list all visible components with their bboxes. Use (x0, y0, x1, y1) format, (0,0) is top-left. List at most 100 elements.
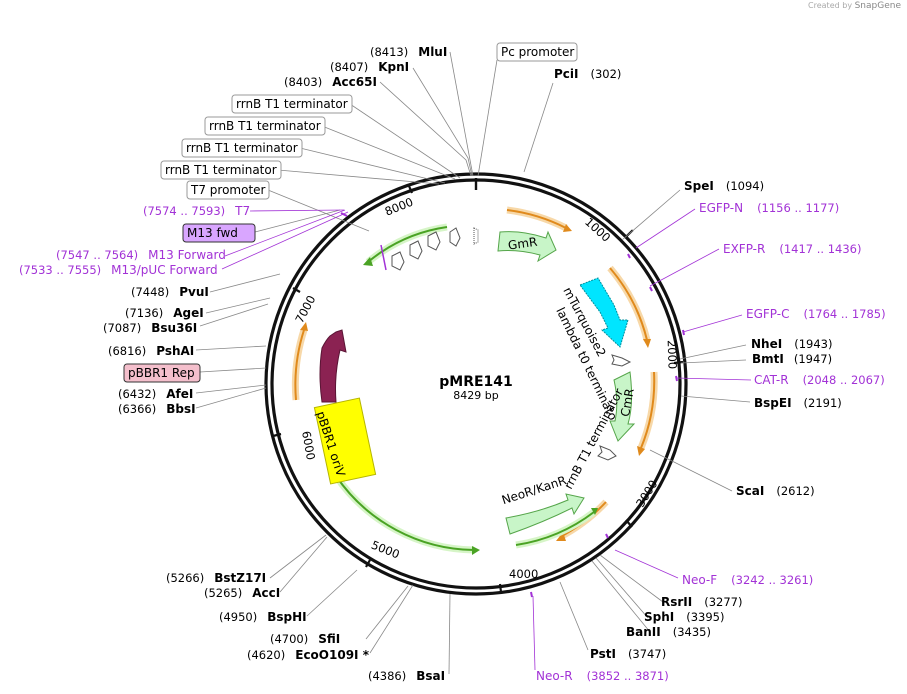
primer-mark-m13 (380, 244, 387, 271)
box-pbbr1-rep-label: pBBR1 Rep (128, 366, 195, 380)
leader-lines (195, 51, 751, 675)
enzyme-bspei: BspEI(2191) (754, 396, 842, 410)
enzyme-pvui-name: PvuI (179, 285, 209, 299)
primer-mark-neo-r (530, 591, 533, 598)
primer-egfp-c-name: EGFP-C (746, 307, 789, 321)
tick-label-8000: 8000 (383, 195, 415, 219)
term-glyph-3 (427, 231, 441, 251)
enzyme-acc65i-pos: (8403) (284, 75, 322, 89)
orf-green-bottom-arc (335, 475, 475, 551)
enzyme-agei: (7136)AgeI (125, 306, 204, 320)
green-arcs (333, 223, 598, 555)
enzyme-afei-name: AfeI (166, 387, 193, 401)
primer-mark-t7 (340, 212, 348, 217)
enzyme-pcii-name: PciI (554, 67, 579, 81)
enzyme-acci-pos: (5265) (204, 586, 242, 600)
enzyme-scai-name: ScaI (736, 484, 764, 498)
primer-mark-exfp-r (649, 286, 653, 292)
enzyme-sphi-name: SphI (644, 610, 674, 624)
primer-labels: EGFP-N (1156 .. 1177) EXFP-R(1417 .. 1436… (19, 201, 886, 683)
primer-m13-forward-range: (7547 .. 7564) (56, 248, 138, 262)
orf-green-right-head (591, 508, 598, 515)
enzyme-pshai-name: PshAI (156, 344, 194, 358)
tick-mark-8000 (407, 185, 414, 194)
box-rrnb-2-label: rrnB T1 terminator (209, 119, 321, 133)
enzyme-mlui-name: MluI (418, 45, 447, 59)
feature-rrnb-inner (597, 445, 617, 461)
feature-gmr-label: GmR (507, 235, 538, 253)
plasmid-name: pMRE141 (439, 374, 513, 390)
primer-t7: (7574 .. 7593)T7 (143, 204, 250, 218)
boxed-labels: Pc promoter rrnB T1 terminator rrnB T1 t… (123, 42, 578, 383)
enzyme-rsrii: RsrII (3277) (661, 595, 742, 609)
feature-cmr (609, 371, 636, 442)
orf-green-bottom-glow (333, 474, 475, 554)
primer-t7-range: (7574 .. 7593) (143, 204, 225, 218)
enzyme-pcii: PciI(302) (554, 67, 621, 81)
box-pbbr1-rep (123, 363, 201, 383)
enzyme-spei-name: SpeI (684, 179, 714, 193)
term-glyph-4 (449, 227, 461, 247)
enzyme-kpni-pos: (8407) (330, 60, 368, 74)
enzyme-bmti-pos: (1947) (794, 352, 832, 366)
enzyme-bsai: (4386)BsaI (368, 669, 445, 683)
primer-exfp-r: EXFP-R(1417 .. 1436) (723, 242, 862, 256)
enzyme-bmti: BmtI (1947) (752, 352, 832, 366)
primer-m13-forward: (7547 .. 7564)M13 Forward (56, 248, 226, 262)
primer-m13-puc-forward-name: M13/pUC Forward (111, 263, 218, 277)
enzyme-bsu36i-name: Bsu36I (151, 321, 197, 335)
primer-neo-r: Neo-R(3852 .. 3871) (536, 669, 669, 683)
enzyme-ecoo109i-name: EcoO109I * (295, 648, 369, 662)
enzyme-banii: BanII(3435) (626, 625, 711, 639)
enzyme-kpni: (8407)KpnI (330, 60, 409, 74)
enzyme-rsrii-pos: (3277) (704, 595, 742, 609)
box-pc-promoter (496, 42, 578, 62)
credit-prefix: Created by (808, 1, 853, 10)
enzyme-bmti-name: BmtI (752, 352, 784, 366)
primer-cat-r: CAT-R(2048 .. 2067) (754, 373, 885, 387)
enzyme-mlui-pos: (8413) (370, 45, 408, 59)
primer-marks (340, 212, 685, 598)
enzyme-scai-pos: (2612) (776, 484, 814, 498)
tick-mark-3000 (625, 519, 633, 528)
promoter-glyph (473, 227, 479, 245)
enzyme-acci-name: AccI (252, 586, 280, 600)
feature-mturquoise2 (579, 277, 629, 348)
box-m13-fwd (182, 223, 256, 243)
feature-lambda-t0 (611, 354, 632, 367)
enzyme-bspei-name: BspEI (754, 396, 792, 410)
box-rrnb-4-label: rrnB T1 terminator (165, 163, 277, 177)
box-t7-promoter (186, 180, 270, 200)
primer-egfp-n-name: EGFP-N (699, 201, 743, 215)
enzyme-psti-pos: (3747) (628, 647, 666, 661)
enzyme-pshai: (6816)PshAI (108, 344, 194, 358)
primer-egfp-n-range: (1156 .. 1177) (757, 201, 839, 215)
primer-mark-egfp-n (627, 253, 631, 259)
enzyme-bsu36i: (7087)Bsu36I (103, 321, 197, 335)
tick-label-2000: 2000 (665, 340, 680, 370)
enzyme-bsphi-name: BspHI (267, 610, 306, 624)
enzyme-psti: PstI(3747) (590, 647, 666, 661)
enzyme-rsrii-name: RsrII (661, 595, 692, 609)
feature-pbbr1-oriv (313, 397, 377, 485)
enzyme-nhei-pos: (1943) (794, 337, 832, 351)
enzyme-bstz17i-name: BstZ17I (214, 571, 266, 585)
feature-rrnb-inner-label: rrnB T1 terminator (561, 386, 626, 491)
enzyme-ecoo109i: (4620)EcoO109I * (247, 648, 370, 662)
enzyme-acc65i: (8403)Acc65I (284, 75, 377, 89)
enzyme-banii-pos: (3435) (673, 625, 711, 639)
primer-mark-egfp-c (682, 329, 685, 336)
orf-green-top-arc (367, 226, 448, 263)
box-rrnb-1-label: rrnB T1 terminator (236, 97, 348, 111)
primer-neo-r-range: (3852 .. 3871) (587, 669, 669, 683)
orf-rep-head (300, 322, 308, 331)
enzyme-sfii-name: SfiI (318, 632, 340, 646)
primer-m13-puc-forward: (7533 .. 7555)M13/pUC Forward (19, 263, 218, 277)
enzyme-spei: SpeI(1094) (684, 179, 764, 193)
primer-mark-cat-r (675, 375, 678, 382)
enzyme-acci: (5265) AccI (204, 586, 280, 600)
enzyme-agei-name: AgeI (173, 306, 203, 320)
tick-label-6000: 6000 (299, 430, 318, 461)
enzyme-bstz17i-pos: (5266) (166, 571, 204, 585)
primer-egfp-n: EGFP-N (1156 .. 1177) (699, 201, 839, 215)
